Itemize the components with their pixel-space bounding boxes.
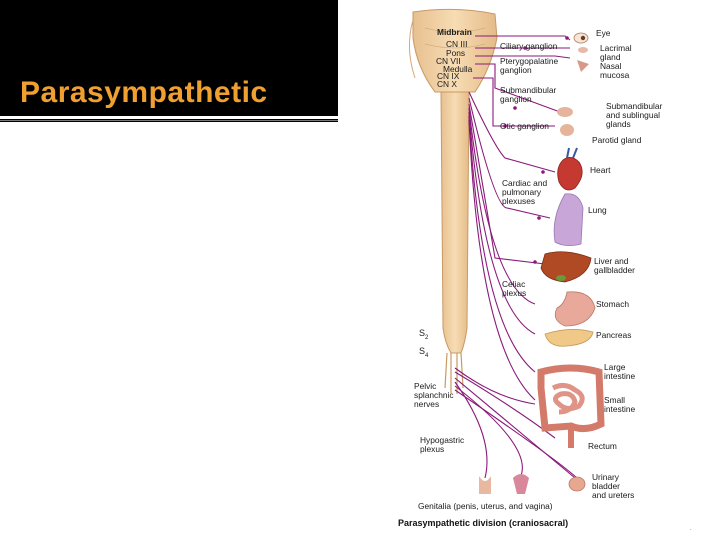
spinal-cord [441,92,469,394]
slide-title: Parasympathetic [20,78,268,108]
diagram-caption: Parasympathetic division (craniosacral) [398,518,568,528]
label-s4: S4 [419,347,428,361]
label-eye: Eye [596,29,610,38]
label-parotid-gland: Parotid gland [592,136,641,145]
label-otic-ganglion: Otic ganglion [500,122,549,131]
organ-nasal [577,60,589,72]
label-pelvic-splanchnic-nerves: Pelvic splanchnic nerves [414,382,454,409]
label-urinary-bladder-ureters: Urinary bladder and ureters [592,473,634,500]
label-s2: S2 [419,329,428,343]
label-cardiac-pulmonary-plexuses: Cardiac and pulmonary plexuses [502,179,547,206]
organ-liver [541,252,591,282]
label-hypogastric-plexus: Hypogastric plexus [420,436,464,454]
label-celiac-plexus: Celiac plexus [502,280,526,298]
organ-genitalia [479,474,529,494]
label-rectum: Rectum [588,442,617,451]
label-stomach: Stomach [596,300,629,309]
label-pterygopalatine-ganglion: Pterygopalatine ganglion [500,57,558,75]
organ-parotid [560,124,574,136]
label-submandibular-ganglion: Submandibular ganglion [500,86,556,104]
label-small-intestine: Small intestine [604,396,635,414]
label-liver-gallbladder: Liver and gallbladder [594,257,635,275]
organ-stomach [555,292,595,326]
label-genitalia: Genitalia (penis, uterus, and vagina) [418,502,553,511]
label-ciliary-ganglion: Ciliary ganglion [500,42,557,51]
organ-lung [554,194,583,246]
label-nasal-mucosa: Nasal mucosa [600,62,629,80]
title-underline [0,116,338,119]
label-cn10: CN X [437,80,457,89]
organ-small-intestine [553,385,582,412]
label-submandibular-sublingual-glands: Submandibular and sublingual glands [606,102,662,129]
organ-submandibular [557,107,573,117]
label-midbrain: Midbrain [437,28,472,37]
label-lacrimal-gland: Lacrimal gland [600,44,632,62]
organ-bladder [569,477,585,491]
organ-eye [574,33,588,43]
organ-pancreas [545,329,593,346]
footer-mark: . [690,526,692,532]
title-underline-shadow [0,120,338,121]
label-large-intestine: Large intestine [604,363,635,381]
label-pancreas: Pancreas [596,331,631,340]
organ-heart [558,148,583,190]
label-heart: Heart [590,166,610,175]
label-lung: Lung [588,206,607,215]
organ-lacrimal [578,47,588,53]
